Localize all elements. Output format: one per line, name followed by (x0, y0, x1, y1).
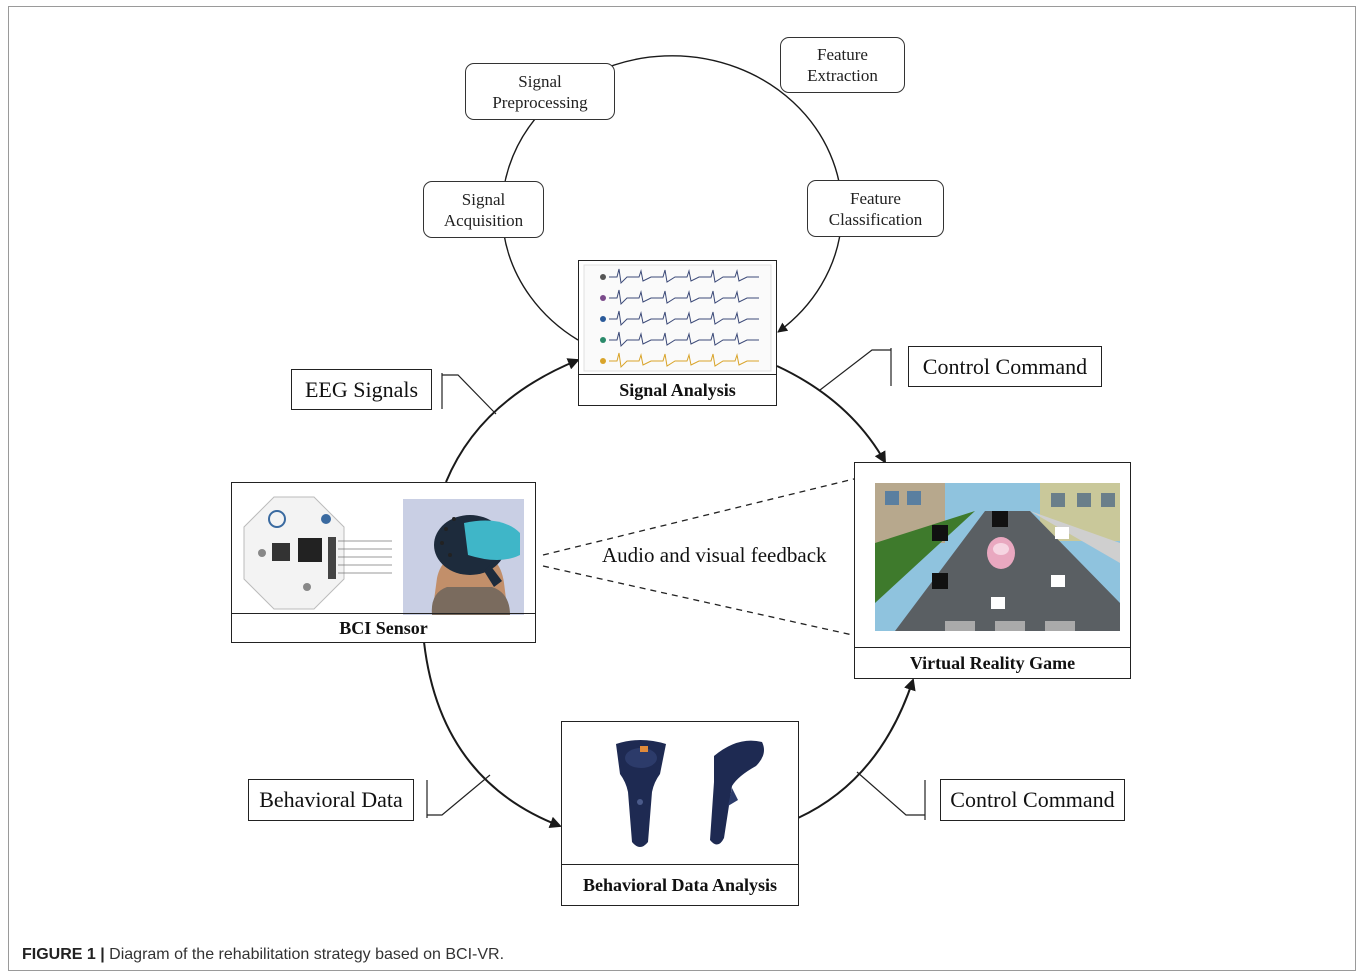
figure-caption-label: FIGURE 1 | (22, 946, 105, 963)
arrow-sensor-to-analysis (445, 358, 580, 483)
leader-control-command-top (819, 348, 892, 391)
panel-behavioral-analysis: Behavioral Data Analysis (561, 721, 799, 906)
feedback-line-upper (542, 475, 867, 556)
arrow-sensor-to-behavioral (423, 641, 562, 829)
label-control-command-top: Control Command (908, 346, 1102, 387)
label-eeg-signals: EEG Signals (291, 369, 432, 410)
arrow-behavioral-to-vr (797, 678, 916, 819)
arrow-analysis-to-vr (776, 365, 886, 464)
panel-signal-analysis: Signal Analysis (578, 260, 777, 406)
leader-eeg-signals (441, 373, 497, 415)
stage-feature-classification: Feature Classification (807, 180, 944, 237)
caption-signal-analysis: Signal Analysis (579, 374, 776, 405)
label-behavioral-data: Behavioral Data (248, 779, 414, 821)
feedback-line-lower (542, 565, 867, 639)
label-control-command-bottom: Control Command (940, 779, 1125, 821)
panel-bci-sensor: BCI Sensor (231, 482, 536, 643)
figure-caption: FIGURE 1 | Diagram of the rehabilitation… (22, 946, 504, 964)
vr-controllers-image (616, 740, 764, 847)
stage-signal-preprocessing: Signal Preprocessing (465, 63, 615, 120)
caption-behavioral-analysis: Behavioral Data Analysis (562, 864, 798, 905)
leader-control-command-bottom (856, 771, 926, 820)
caption-bci-sensor: BCI Sensor (232, 613, 535, 642)
bci-sensor-image (243, 496, 524, 615)
figure-caption-text: Diagram of the rehabilitation strategy b… (104, 946, 505, 963)
panel-vr-game: Virtual Reality Game (854, 462, 1131, 679)
eeg-waveform-image (583, 264, 772, 372)
stage-signal-acquisition: Signal Acquisition (423, 181, 544, 238)
figure-frame (8, 6, 1356, 971)
leader-behavioral-data (426, 774, 491, 818)
label-feedback: Audio and visual feedback (602, 543, 827, 567)
vr-game-image (875, 483, 1120, 631)
stage-feature-extraction: Feature Extraction (780, 37, 905, 93)
caption-vr-game: Virtual Reality Game (855, 647, 1130, 678)
